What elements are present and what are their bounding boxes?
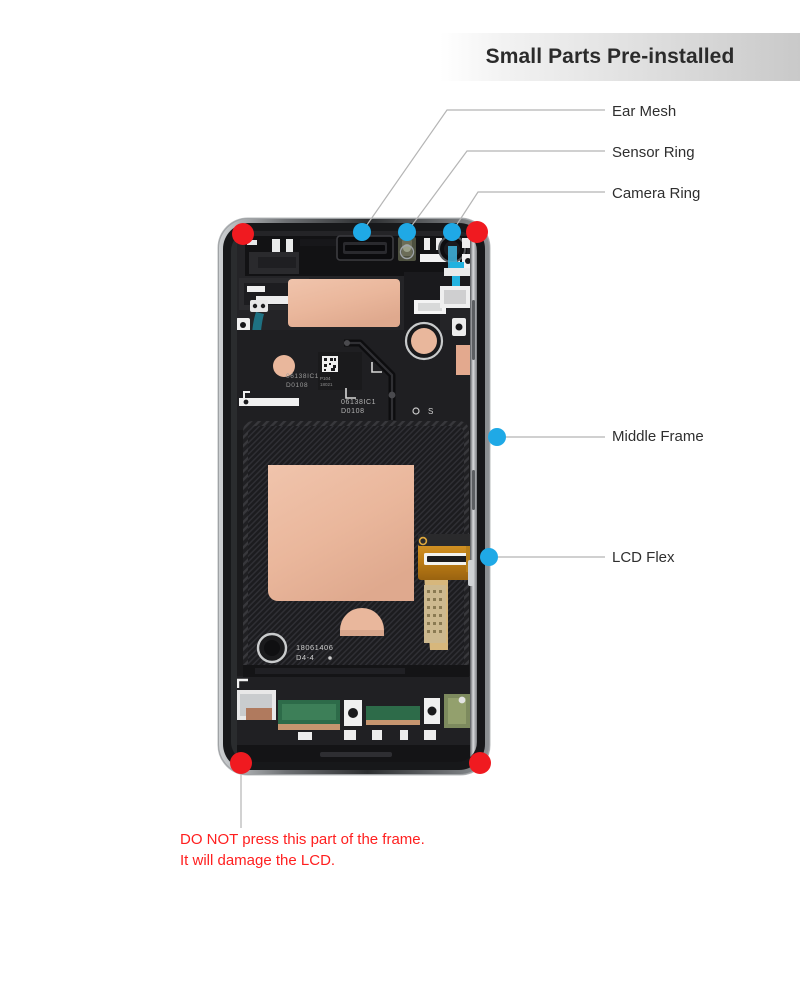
leader-ear-mesh — [361, 109, 605, 233]
warning-message: DO NOT press this part of the frame. It … — [180, 829, 425, 871]
marker-top-left — [232, 223, 254, 245]
svg-text:D0108: D0108 — [286, 382, 308, 389]
svg-text:D0108: D0108 — [341, 408, 365, 415]
leader-camera-ring — [451, 191, 605, 233]
lcd-flex-connector — [418, 534, 477, 650]
svg-text:S: S — [428, 407, 433, 416]
svg-text:P104: P104 — [320, 376, 331, 381]
svg-text:18021: 18021 — [320, 382, 333, 387]
leader-sensor-ring — [406, 150, 605, 233]
device-internals: P104 18021 06138IC1 D0108 06138IC1 D0108… — [231, 231, 477, 762]
marker-top-right — [466, 221, 488, 243]
device-outline — [218, 218, 490, 775]
callout-dot-sensor-ring[interactable] — [398, 223, 416, 241]
callout-dot-lcd-flex[interactable] — [480, 548, 498, 566]
callout-dot-middle-frame[interactable] — [488, 428, 506, 446]
warning-line-1: DO NOT press this part of the frame. — [180, 831, 425, 848]
svg-text:06138IC1: 06138IC1 — [341, 399, 376, 406]
svg-text:06138IC1: 06138IC1 — [286, 373, 319, 380]
header-banner: Small Parts Pre-installed — [440, 33, 800, 81]
marker-bottom-left — [230, 752, 252, 774]
callout-label-camera-ring: Camera Ring — [612, 185, 701, 202]
callout-label-ear-mesh: Ear Mesh — [612, 103, 677, 120]
svg-text:D4-4: D4-4 — [296, 653, 314, 662]
callout-dot-ear-mesh[interactable] — [353, 223, 371, 241]
leader-lines — [240, 109, 605, 828]
marker-bottom-right — [469, 752, 491, 774]
callout-label-middle-frame: Middle Frame — [612, 428, 704, 445]
page-title: Small Parts Pre-installed — [485, 45, 735, 68]
callout-dot-camera-ring[interactable] — [443, 223, 461, 241]
callout-label-lcd-flex: LCD Flex — [612, 549, 675, 566]
svg-text:18061406: 18061406 — [296, 643, 333, 652]
callout-label-sensor-ring: Sensor Ring — [612, 144, 695, 161]
warning-line-2: It will damage the LCD. — [180, 852, 336, 869]
